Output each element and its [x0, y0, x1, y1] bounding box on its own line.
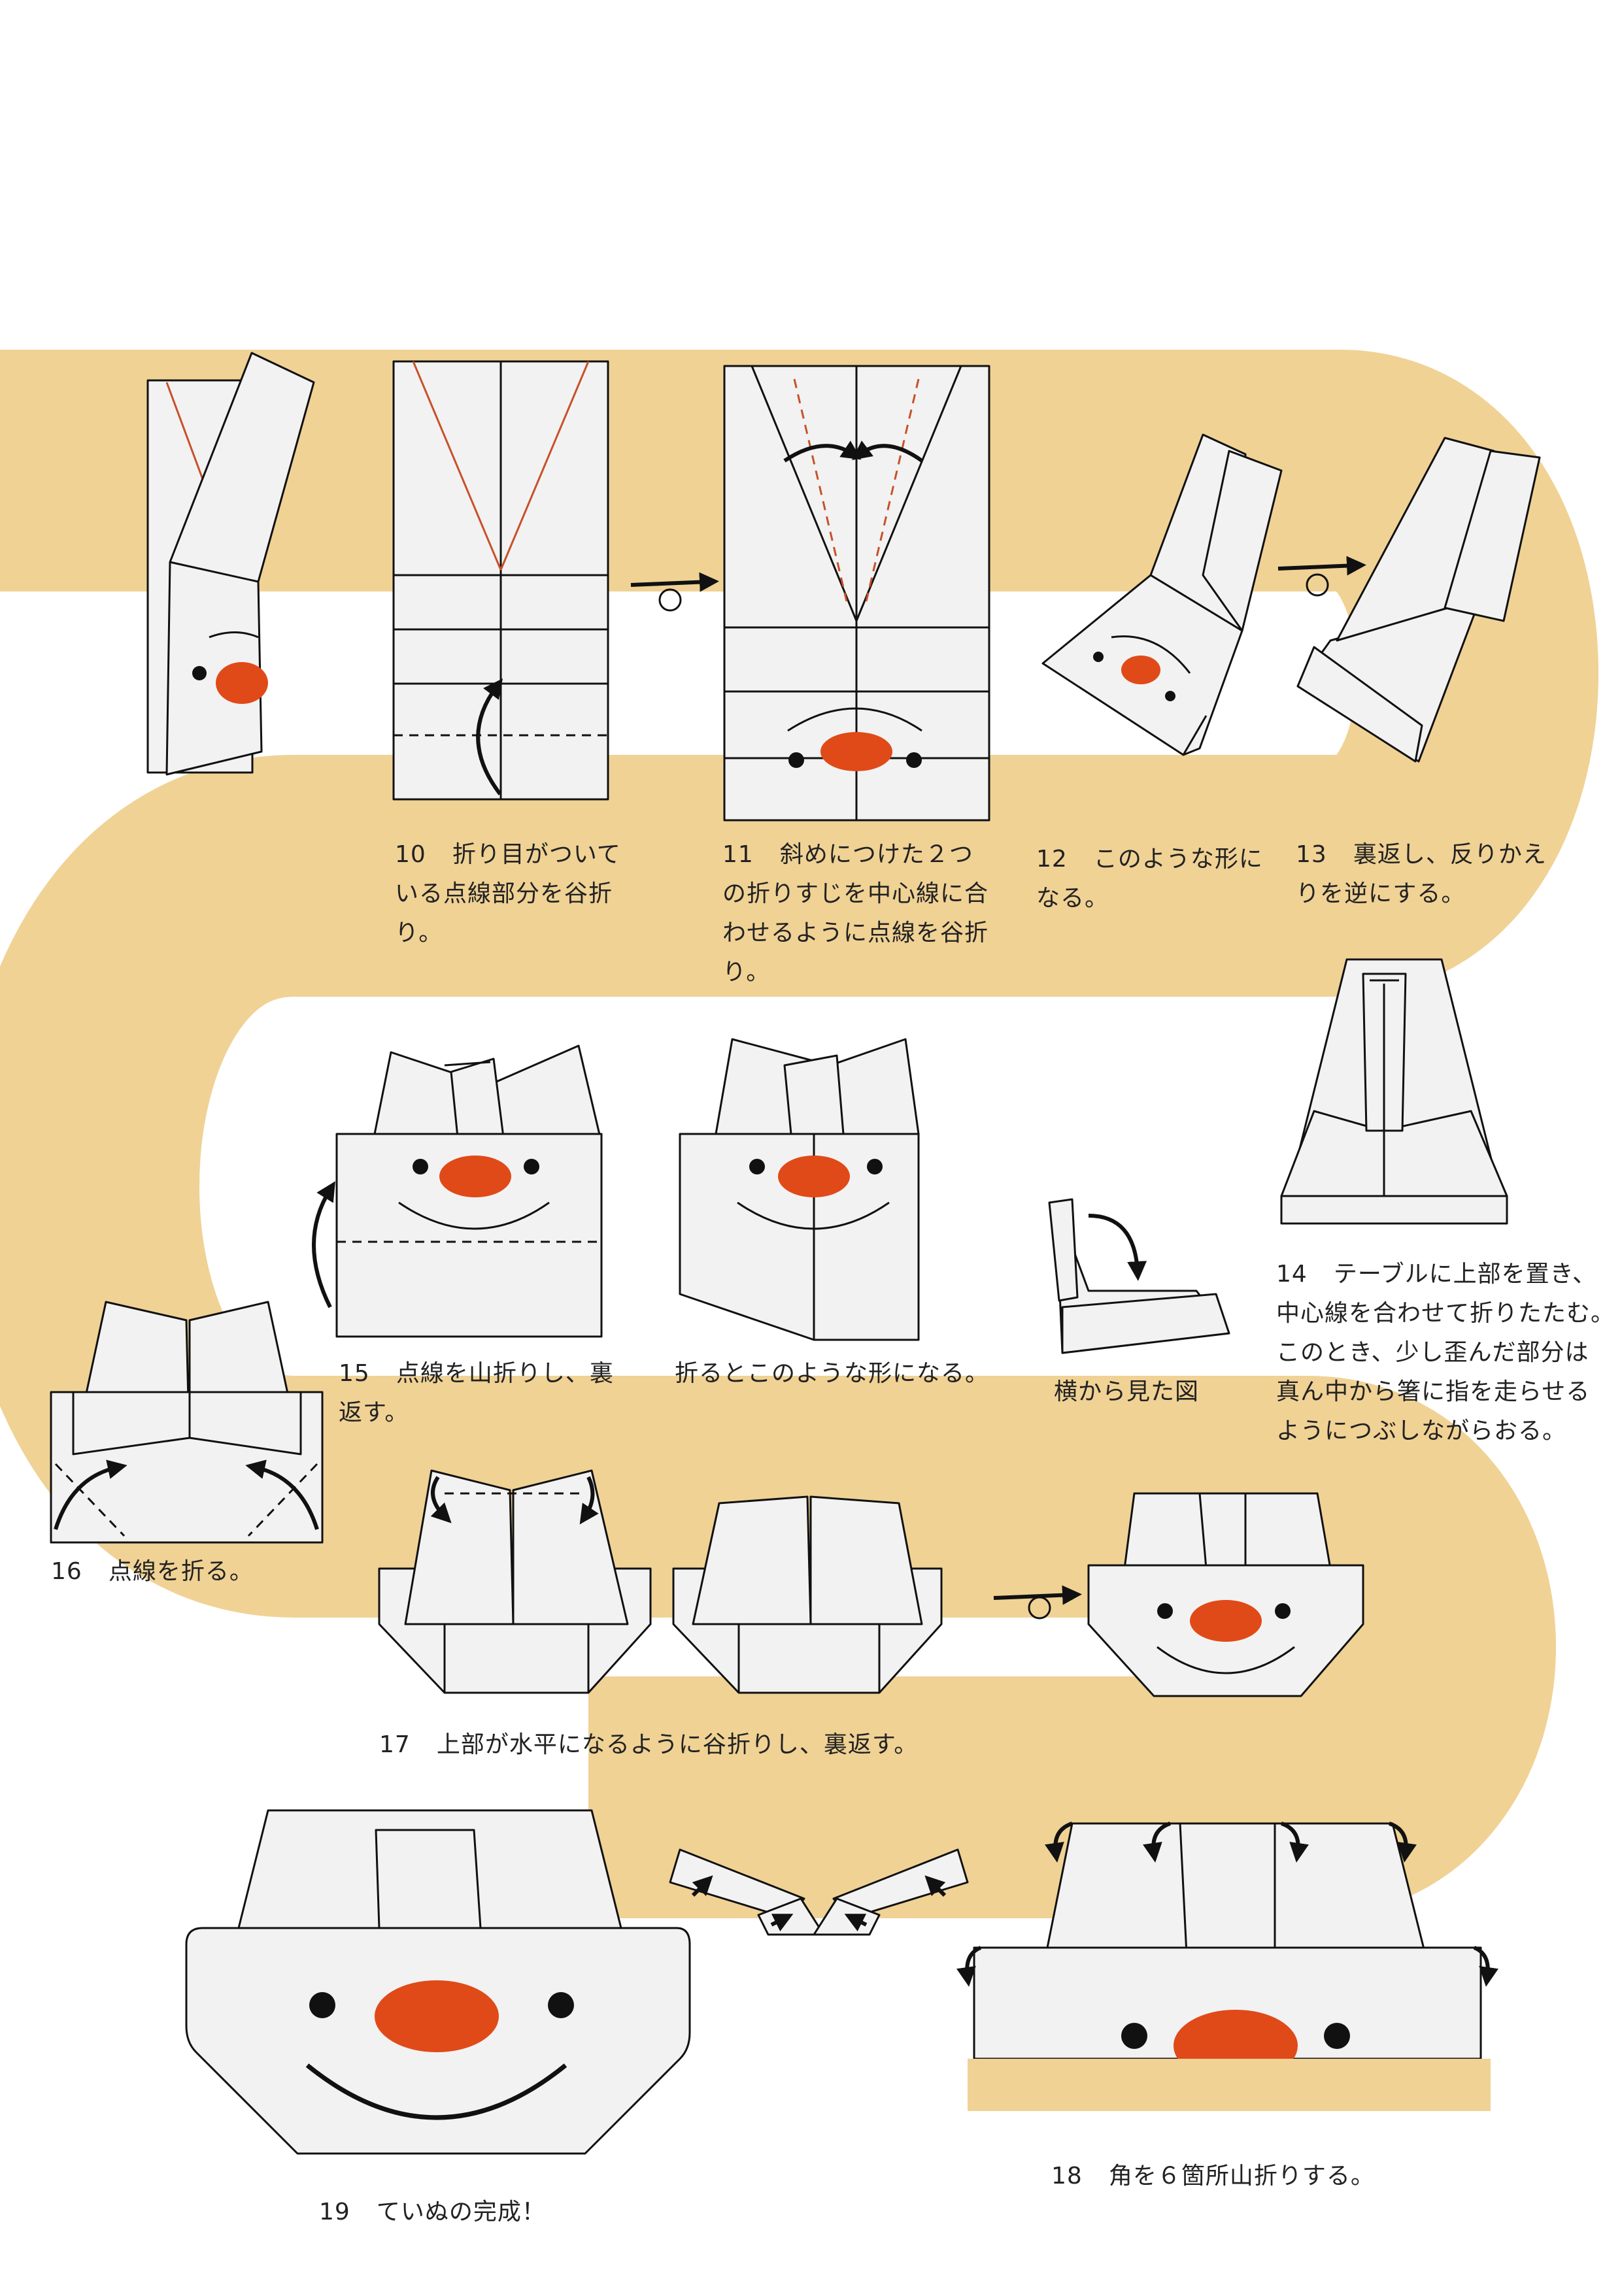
caption-line: ていぬの完成！	[376, 2199, 546, 2225]
flip-symbol-1	[630, 572, 719, 612]
caption-line: 裏返し、反りかえ	[1353, 841, 1547, 868]
step-18-caption: 18 角を６箇所山折りする。	[1051, 2157, 1375, 2196]
step-16-figure	[50, 1301, 324, 1544]
step-number: 12	[1036, 846, 1068, 873]
corner-detail-figure	[669, 1848, 969, 1936]
step-16-caption: 16 点線を折る。	[51, 1552, 254, 1591]
caption-line: 横から見た図	[1054, 1378, 1200, 1405]
caption-line: 点線を山折りし、裏	[396, 1360, 614, 1387]
step-number: 10	[395, 841, 426, 868]
caption-line: このような形に	[1093, 846, 1263, 873]
caption-line: 折るとこのような形になる。	[675, 1360, 990, 1387]
step-number: 18	[1051, 2163, 1083, 2189]
caption-line: 真ん中から箸に指を走らせる	[1276, 1378, 1591, 1405]
step-15-figure	[312, 1044, 603, 1338]
step-12-caption: 12 このような形に なる。	[1036, 840, 1263, 918]
caption-line: 上部が水平になるように谷折りし、裏返す。	[436, 1731, 919, 1758]
step-number: 16	[51, 1558, 82, 1585]
winding-path-band	[0, 350, 1598, 1918]
folded-result-caption: 折るとこのような形になる。	[675, 1354, 989, 1393]
flip-symbol-3	[993, 1585, 1082, 1620]
step-11-figure	[723, 365, 990, 822]
caption-line: 折り目がついて	[452, 841, 621, 868]
side-view-figure	[1048, 1198, 1230, 1354]
side-view-caption: 横から見た図	[1054, 1373, 1199, 1412]
step-15-caption: 15 点線を山折りし、裏 返す。	[339, 1354, 614, 1433]
caption-line: わせるように点線を谷折	[722, 920, 989, 946]
caption-line: りを逆にする。	[1296, 880, 1466, 907]
caption-line: テーブルに上部を置き、	[1333, 1261, 1597, 1288]
step-number: 14	[1276, 1261, 1308, 1288]
step-number: 11	[722, 841, 754, 868]
step-11-caption: 11 斜めにつけた２つ の折りすじを中心線に合 わせるように点線を谷折 り。	[722, 835, 988, 992]
step-12-figure	[1041, 433, 1283, 756]
caption-line: り。	[722, 959, 771, 986]
step-17-result-figure	[1087, 1492, 1364, 1697]
step-19-completed-figure	[185, 1809, 691, 2155]
caption-line: なる。	[1036, 885, 1109, 912]
caption-line: このとき、少し歪んだ部分は	[1276, 1339, 1589, 1366]
caption-line: いる点線部分を谷折	[395, 880, 613, 907]
step-number: 13	[1296, 841, 1327, 868]
step-14-caption: 14 テーブルに上部を置き、 中心線を合わせて折りたたむ。 このとき、少し歪んだ部…	[1276, 1255, 1615, 1451]
folded-result-figure	[679, 1038, 920, 1341]
step-9-figure	[146, 352, 315, 776]
step-number: 17	[379, 1731, 411, 1758]
step-number: 15	[339, 1360, 370, 1387]
caption-line: 斜めにつけた２つ	[779, 841, 973, 868]
step-19-caption: 19 ていぬの完成！	[319, 2193, 546, 2232]
step-10-figure	[392, 360, 609, 801]
caption-line: 角を６箇所山折りする。	[1108, 2163, 1375, 2189]
step-13-caption: 13 裏返し、反りかえ りを逆にする。	[1296, 835, 1547, 914]
caption-line: の折りすじを中心線に合	[722, 880, 989, 907]
caption-line: 返す。	[339, 1399, 409, 1426]
step-10-caption: 10 折り目がついて いる点線部分を谷折 り。	[395, 835, 621, 953]
flip-symbol-2	[1277, 556, 1366, 597]
caption-line: ようにつぶしながらおる。	[1276, 1418, 1567, 1444]
step-number: 19	[319, 2199, 350, 2225]
step-13-figure	[1296, 437, 1541, 763]
caption-line: 中心線を合わせて折りたたむ。	[1276, 1300, 1615, 1327]
caption-line: り。	[395, 920, 443, 946]
caption-line: 点線を折る。	[108, 1558, 254, 1585]
step-17-caption: 17 上部が水平になるように谷折りし、裏返す。	[379, 1725, 918, 1765]
step-17-figure-a	[378, 1469, 652, 1694]
step-18-figure	[956, 1822, 1498, 2111]
step-14-figure	[1280, 958, 1508, 1225]
step-17-figure-b	[672, 1495, 943, 1694]
